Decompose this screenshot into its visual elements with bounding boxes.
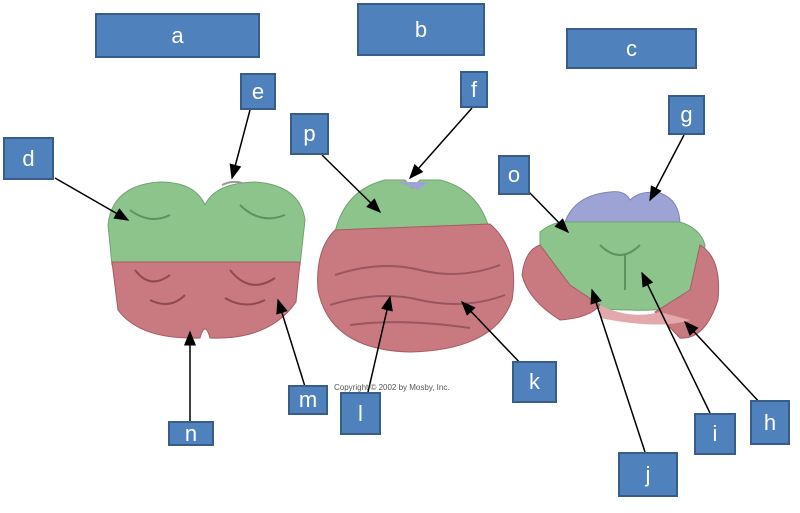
arrow-i	[641, 271, 711, 414]
label-n: n	[168, 421, 214, 446]
panel-label-c: c	[566, 28, 697, 69]
label-f: f	[460, 71, 488, 108]
section-a-red-region	[111, 261, 301, 339]
label-p: p	[290, 113, 329, 155]
panel-label-a: a	[95, 13, 260, 58]
section-a-texture	[129, 204, 286, 220]
section-a-folds	[134, 269, 276, 306]
arrow-o	[526, 189, 570, 234]
section-c-red-left	[521, 244, 601, 321]
label-d: d	[3, 137, 54, 180]
section-b-green-region	[334, 179, 491, 233]
section-a-green-region	[107, 181, 306, 266]
arrow-e	[229, 109, 251, 180]
section-c	[521, 191, 720, 339]
copyright-notice: Copyright © 2002 by Mosby, Inc.	[334, 383, 450, 392]
arrow-f	[409, 107, 473, 180]
section-c-red-right	[654, 244, 720, 339]
section-b	[317, 179, 515, 353]
pointer-arrows	[54, 107, 763, 453]
label-e: e	[240, 73, 276, 110]
label-j: j	[618, 452, 678, 497]
arrow-k	[460, 300, 526, 369]
section-c-blue-region	[564, 191, 681, 226]
section-b-folds	[329, 264, 506, 329]
arrow-h	[683, 320, 763, 406]
label-g: g	[668, 95, 705, 135]
label-l: l	[340, 392, 381, 435]
label-o: o	[498, 155, 530, 195]
panel-label-b: b	[357, 3, 485, 56]
arrow-m	[276, 298, 308, 394]
section-c-red-bottom	[600, 305, 690, 325]
section-b-blue-region	[398, 182, 428, 190]
section-a	[107, 180, 306, 339]
arrow-l	[367, 295, 393, 393]
section-c-texture	[599, 244, 641, 290]
section-b-red-region	[317, 223, 515, 353]
label-h: h	[750, 400, 790, 445]
label-k: k	[512, 361, 557, 403]
label-m: m	[288, 385, 328, 415]
arrow-j	[590, 288, 646, 453]
section-a-vessel	[221, 180, 243, 186]
label-i: i	[694, 413, 736, 455]
arrow-p	[321, 154, 382, 214]
arrow-d	[54, 177, 130, 221]
arrow-g	[649, 134, 685, 202]
